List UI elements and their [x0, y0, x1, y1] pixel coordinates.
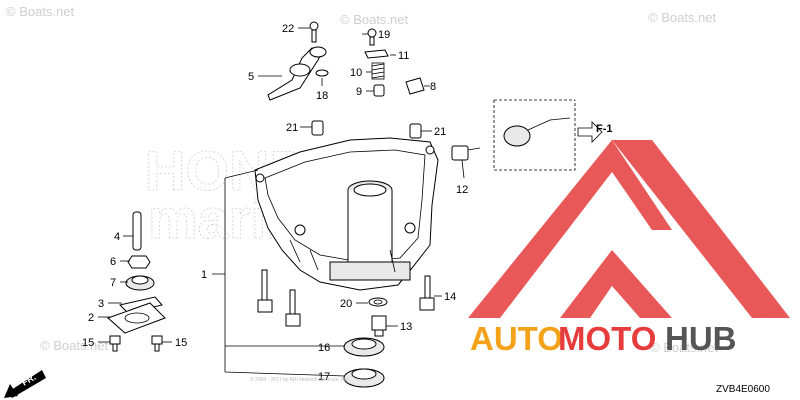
callout-21-right[interactable]: 21 [434, 126, 446, 138]
callout-20[interactable]: 20 [340, 298, 352, 310]
bolt-19-part[interactable] [367, 28, 377, 46]
dowel-pin-21-left-part[interactable] [311, 120, 324, 136]
sensor-12-part[interactable] [451, 145, 481, 161]
brand-moto: MOTO [558, 320, 656, 357]
callout-7[interactable]: 7 [110, 277, 116, 289]
spring-10-part[interactable] [371, 62, 385, 80]
copyright-notice: © 2004 - 2017 by ARI Network Services, I… [250, 376, 349, 383]
pipe-4-part[interactable] [132, 211, 142, 251]
watermark-top-center: © Boats.net [340, 12, 409, 27]
plate-2-part[interactable] [107, 302, 166, 334]
nut-6-part[interactable] [127, 255, 151, 269]
plug-13-part[interactable] [371, 315, 387, 337]
callout-13[interactable]: 13 [400, 321, 412, 333]
diagram-code: ZVB4E0600 [716, 384, 770, 395]
oil-strainer-part[interactable] [267, 46, 327, 101]
callout-10[interactable]: 10 [350, 67, 362, 79]
plate-11-part[interactable] [364, 49, 389, 59]
callout-21-left[interactable]: 21 [286, 122, 298, 134]
callout-15-right[interactable]: 15 [175, 337, 187, 349]
watermark-top-left: © Boats.net [6, 4, 75, 19]
washer-18-part[interactable] [315, 69, 329, 77]
front-direction-arrow-icon [4, 370, 46, 398]
callout-18[interactable]: 18 [316, 90, 328, 102]
callout-1[interactable]: 1 [201, 269, 207, 281]
callout-3[interactable]: 3 [98, 298, 104, 310]
bolt-15-right-part[interactable] [151, 335, 163, 352]
valve-9-part[interactable] [373, 84, 385, 97]
callout-4[interactable]: 4 [114, 231, 120, 243]
bolt-long-left-part[interactable] [257, 269, 273, 313]
oil-seal-17-part[interactable] [343, 368, 385, 388]
oil-seal-16-part[interactable] [343, 337, 385, 357]
clip-8-part[interactable] [405, 77, 425, 95]
front-direction-label: FR. [20, 372, 38, 388]
gasket-3-part[interactable] [119, 296, 163, 314]
reference-box-f1[interactable] [493, 99, 603, 171]
callout-22[interactable]: 22 [282, 23, 294, 35]
callout-5[interactable]: 5 [248, 71, 254, 83]
callout-6[interactable]: 6 [110, 256, 116, 268]
oil-case-part[interactable] [254, 137, 439, 291]
callout-14[interactable]: 14 [444, 291, 456, 303]
watermark-bottom-left: © Boats.net [40, 338, 109, 353]
bolt-14-part[interactable] [419, 275, 435, 311]
dowel-pin-21-right-part[interactable] [409, 123, 422, 139]
bolt-15-left-part[interactable] [109, 335, 121, 352]
brand-auto: AUTO [470, 320, 563, 357]
callout-8[interactable]: 8 [430, 81, 436, 93]
callout-11[interactable]: 11 [398, 50, 409, 62]
bolt-22-part[interactable] [309, 21, 319, 43]
callout-19[interactable]: 19 [378, 29, 390, 41]
rubber-mount-7-part[interactable] [125, 275, 155, 291]
watermark-bottom-right: © Boats.net [650, 340, 719, 355]
callout-17[interactable]: 17 [318, 371, 330, 383]
callout-12[interactable]: 12 [456, 184, 468, 196]
leader-lines [98, 27, 465, 377]
bolt-long-mid-part[interactable] [285, 289, 301, 327]
washer-20-part[interactable] [368, 297, 388, 307]
automotohub-logo-icon [468, 140, 790, 318]
reference-f1-label[interactable]: F-1 [596, 123, 613, 135]
callout-16[interactable]: 16 [318, 342, 330, 354]
brand-hub: HUB [665, 320, 737, 357]
callout-15-left[interactable]: 15 [82, 337, 94, 349]
watermark-top-right: © Boats.net [648, 10, 717, 25]
callout-2[interactable]: 2 [88, 312, 94, 324]
callout-9[interactable]: 9 [356, 86, 362, 98]
